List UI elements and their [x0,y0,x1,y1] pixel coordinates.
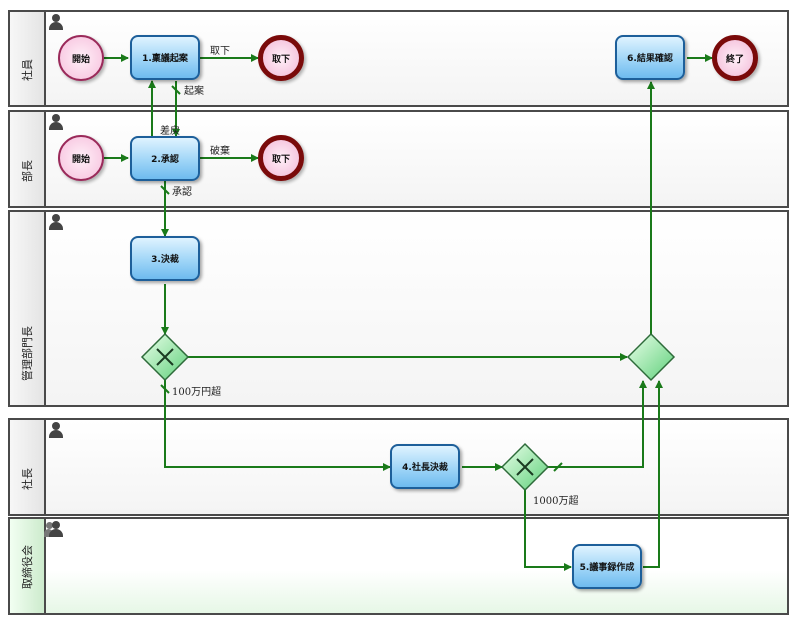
end-event-final[interactable]: 終了 [712,35,758,81]
task-decision[interactable]: 3.決裁 [130,236,200,281]
lane-header: 社長 [10,420,46,514]
flow-label-over-10m: 1000万超 [533,496,579,507]
flow-label-over-1m: 100万円超 [172,387,222,398]
start-event-employee[interactable]: 開始 [58,35,104,81]
task-president-decision[interactable]: 4.社長決裁 [390,444,460,489]
start-event-manager[interactable]: 開始 [58,135,104,181]
gateway-merge[interactable] [626,332,676,382]
flow-label-remand: 差戻 [160,126,180,137]
gateway-amount-check[interactable] [140,332,190,382]
user-icon [49,14,63,30]
end-event-withdraw-employee[interactable]: 取下 [258,35,304,81]
user-icon [49,422,63,438]
flow-gw2-to-merge [548,380,647,468]
task-confirm-result[interactable]: 6.結果確認 [615,35,685,80]
flow-label-approve: 承認 [172,187,192,198]
flow-label-reject: 破棄 [210,146,230,157]
lane-header: 社員 [10,12,46,105]
lane-header: 取締役会 [10,519,46,613]
end-event-withdraw-manager[interactable]: 取下 [258,135,304,181]
lane-header: 部長 [10,112,46,206]
user-icon [49,214,63,230]
lane-header: 管理部門長 [10,212,46,405]
user-icon [49,114,63,130]
flow-label-withdraw: 取下 [210,46,230,57]
flow-gw2-to-t5 [524,490,572,571]
task-approve[interactable]: 2.承認 [130,136,200,181]
flow-label-draft: 起案 [184,86,204,97]
task-minutes[interactable]: 5.議事録作成 [572,544,642,589]
gateway-president-check[interactable] [500,442,550,492]
flow-t5-to-merge [643,380,663,568]
task-draft-request[interactable]: 1.稟議起案 [130,35,200,80]
flow-gw1-to-t4 [164,380,391,471]
group-icon [44,521,63,537]
